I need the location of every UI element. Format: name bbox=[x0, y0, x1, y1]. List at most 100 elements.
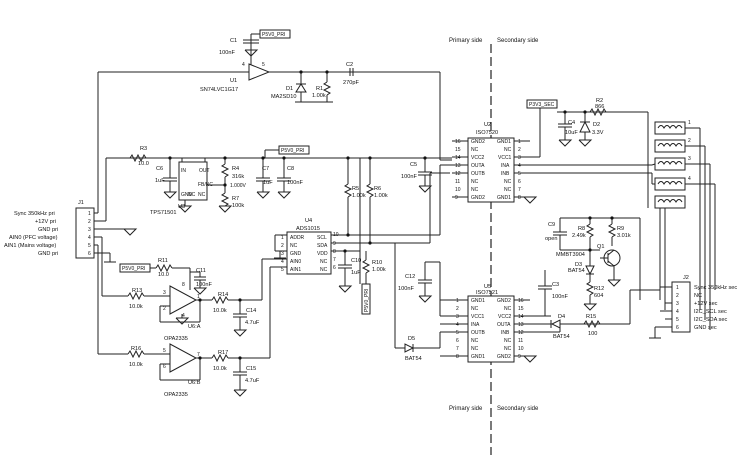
j2-ref: J2 bbox=[683, 275, 689, 281]
u6b-opamp-symbol bbox=[169, 343, 198, 373]
d2-zener-symbol bbox=[579, 120, 591, 133]
d5-part: BAT54 bbox=[405, 356, 422, 362]
svg-text:GND2: GND2 bbox=[497, 298, 511, 304]
c12-value: 100nF bbox=[398, 286, 414, 292]
svg-text:5: 5 bbox=[281, 267, 284, 273]
secondary-supply-section: P3V3_SEC R2 866 C4 10uF D2 3.3V 1 2 bbox=[526, 98, 716, 330]
svg-text:4: 4 bbox=[456, 322, 459, 328]
q1-ref: Q1 bbox=[597, 244, 604, 250]
svg-text:6: 6 bbox=[88, 251, 91, 257]
u2-isolator-box bbox=[467, 137, 515, 203]
c15-ref: C15 bbox=[246, 366, 256, 372]
svg-text:10: 10 bbox=[455, 187, 461, 193]
svg-text:2: 2 bbox=[688, 138, 691, 144]
svg-text:7: 7 bbox=[333, 257, 336, 263]
r8-resistor-symbol bbox=[585, 223, 595, 238]
svg-text:GND2: GND2 bbox=[471, 139, 485, 145]
u6b-part: OPA2335 bbox=[164, 392, 188, 398]
j2-pin-label: NC bbox=[694, 293, 702, 299]
net-label: P3V3_SEC bbox=[529, 102, 555, 108]
svg-text:VCC2: VCC2 bbox=[471, 155, 485, 161]
j1-pin-label: GND pri bbox=[38, 227, 58, 233]
j1-pin-label: Sync 350kHz pri bbox=[14, 211, 55, 217]
svg-text:6: 6 bbox=[163, 364, 166, 370]
svg-text:14: 14 bbox=[455, 155, 461, 161]
r7-resistor-symbol bbox=[220, 192, 230, 207]
r4-ref: R4 bbox=[232, 166, 239, 172]
svg-text:GND1: GND1 bbox=[497, 139, 511, 145]
u3-pin-gnd: GND bbox=[181, 192, 193, 198]
j2-pin-label: I2C_SCL sec bbox=[694, 309, 727, 315]
r1-value: 1.00k bbox=[312, 93, 326, 99]
r13-ref: R13 bbox=[132, 288, 142, 294]
d1-part: MA2SD10 bbox=[271, 94, 297, 100]
u6b-ref: U6:B bbox=[188, 380, 201, 386]
j1-ref: J1 bbox=[78, 200, 84, 206]
svg-text:12: 12 bbox=[455, 171, 461, 177]
u3-pin-nc1: NC bbox=[188, 192, 196, 198]
svg-text:16: 16 bbox=[518, 298, 524, 304]
svg-text:1: 1 bbox=[688, 120, 691, 126]
svg-text:3: 3 bbox=[88, 227, 91, 233]
svg-text:5: 5 bbox=[262, 62, 265, 68]
svg-text:1: 1 bbox=[456, 298, 459, 304]
d2-part: 3.3V bbox=[592, 130, 604, 136]
d4-diode-symbol bbox=[550, 319, 561, 329]
r5-resistor-symbol bbox=[343, 183, 353, 198]
u1-buffer-symbol bbox=[248, 63, 271, 81]
u6a-opamp-symbol bbox=[169, 285, 198, 315]
svg-text:NC: NC bbox=[471, 306, 479, 312]
svg-text:13: 13 bbox=[455, 163, 461, 169]
svg-text:NC: NC bbox=[471, 346, 479, 352]
r9-resistor-symbol bbox=[607, 223, 617, 238]
svg-text:4: 4 bbox=[182, 313, 185, 319]
r15-value: 100 bbox=[588, 331, 597, 337]
c7-ref: C7 bbox=[262, 166, 269, 172]
net-label: P5V0_PRI bbox=[281, 148, 304, 154]
svg-text:NC: NC bbox=[504, 187, 512, 193]
net-flag-p3v3-sec bbox=[526, 99, 558, 109]
svg-text:3: 3 bbox=[518, 155, 521, 161]
svg-text:9: 9 bbox=[333, 241, 336, 247]
opamp-section: P5V0_PRI R11 10.0 C11 100nF R13 10.0k 3 … bbox=[98, 258, 270, 398]
r2-ref: R2 bbox=[596, 98, 603, 104]
u4-ref: U4 bbox=[305, 218, 312, 224]
r10-ref: R10 bbox=[372, 260, 382, 266]
c8-value: 100nF bbox=[287, 180, 303, 186]
u3-part: TPS71501 bbox=[150, 210, 176, 216]
u4-part: ADS1015 bbox=[296, 226, 320, 232]
u3-ldo-box bbox=[178, 161, 208, 201]
c2-ref: C2 bbox=[346, 62, 353, 68]
svg-text:6: 6 bbox=[456, 338, 459, 344]
r3-value: 10.0 bbox=[138, 161, 149, 167]
d1-ref: D1 bbox=[286, 86, 293, 92]
svg-text:4: 4 bbox=[88, 235, 91, 241]
svg-text:2: 2 bbox=[456, 306, 459, 312]
r11-value: 10.0 bbox=[158, 272, 169, 278]
net-label: P5V0_PRI bbox=[262, 32, 285, 38]
svg-text:15: 15 bbox=[455, 147, 461, 153]
u2-part: ISO7520 bbox=[476, 130, 498, 136]
svg-text:INB: INB bbox=[501, 330, 510, 336]
svg-text:15: 15 bbox=[518, 306, 524, 312]
c11-ref: C11 bbox=[196, 268, 206, 274]
u5-ref: U5 bbox=[484, 284, 491, 290]
svg-text:OUTB: OUTB bbox=[471, 330, 486, 336]
d2-ref: D2 bbox=[593, 122, 600, 128]
r5-value: 1.00k bbox=[352, 193, 366, 199]
svg-text:1: 1 bbox=[518, 139, 521, 145]
r3-resistor-symbol bbox=[129, 153, 147, 163]
u4-adc-box bbox=[286, 231, 332, 275]
r14-resistor-symbol bbox=[211, 295, 229, 305]
r1-resistor-symbol bbox=[322, 81, 332, 96]
svg-text:GND2: GND2 bbox=[497, 354, 511, 360]
svg-text:5: 5 bbox=[163, 348, 166, 354]
u3-pin-nc2: NC bbox=[198, 192, 206, 198]
isolation-transformers: 1 2 3 4 bbox=[647, 112, 716, 330]
svg-text:NC: NC bbox=[471, 179, 479, 185]
c8-ref: C8 bbox=[287, 166, 294, 172]
svg-text:12: 12 bbox=[518, 330, 524, 336]
u6a-ref: U6:A bbox=[188, 324, 201, 330]
